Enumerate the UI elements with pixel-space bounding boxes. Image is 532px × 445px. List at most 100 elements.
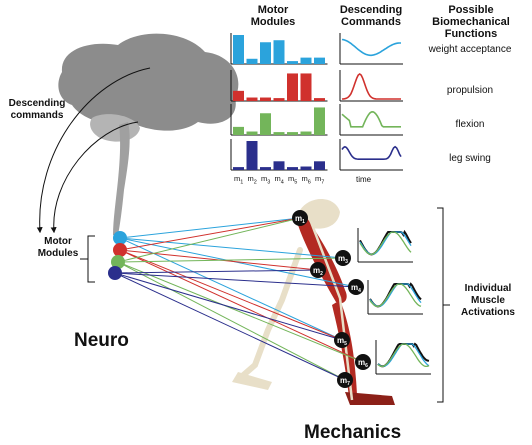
module-muscle-link xyxy=(117,217,301,263)
muscle-node xyxy=(337,372,353,388)
muscle-axis-label: m7 xyxy=(315,174,325,186)
descending-arrow-2 xyxy=(50,121,139,234)
muscle-node-index: 7 xyxy=(347,381,350,387)
module-muscle-link xyxy=(117,257,344,263)
muscle-node-label: m2 xyxy=(313,266,323,277)
muscle-node-label: m4 xyxy=(351,283,361,294)
module-weight-bar xyxy=(260,167,271,170)
muscle-axis-label: m3 xyxy=(261,174,271,186)
muscle-node xyxy=(292,210,308,226)
muscle-node xyxy=(348,279,364,295)
muscle-axis-label: m4 xyxy=(274,174,284,186)
module-weight-bar xyxy=(314,161,325,170)
module-weight-bar xyxy=(246,58,258,64)
muscle-node-index: 4 xyxy=(358,288,361,294)
muscle-node-label: m6 xyxy=(358,358,368,369)
module-weight-charts xyxy=(230,33,328,171)
module-weight-bar xyxy=(300,166,312,170)
module-muscle-link xyxy=(119,237,357,288)
leg-illustration xyxy=(232,198,395,405)
module-weight-bar xyxy=(273,132,285,135)
module-muscle-link xyxy=(114,269,319,274)
emg-trace xyxy=(377,343,430,368)
module-weight-bar xyxy=(260,42,271,64)
front-leg-bone xyxy=(306,213,354,401)
module-weight-bar xyxy=(273,40,285,64)
emg-trace xyxy=(359,229,412,256)
emg-trace xyxy=(369,283,422,308)
motor-module-dot xyxy=(113,243,127,257)
muscle-activation-traces xyxy=(357,228,431,375)
function-label-leg-swing: leg swing xyxy=(449,153,491,164)
module-weight-bar xyxy=(300,131,312,135)
module-muscle-link xyxy=(117,261,364,363)
command-signal xyxy=(341,38,401,57)
module-weight-bar xyxy=(287,167,298,170)
module-weight-bar xyxy=(233,126,244,135)
module-muscle-link xyxy=(119,237,344,259)
module-muscle-link xyxy=(114,272,346,381)
rear-foot xyxy=(232,372,272,390)
module-weight-bar xyxy=(246,97,258,101)
function-label-weight-acceptance: weight acceptance xyxy=(428,44,512,55)
module-weight-bar xyxy=(314,57,325,64)
muscle-axis-label: m1 xyxy=(234,174,244,186)
descending-command-signals xyxy=(339,33,403,171)
module-weight-bar xyxy=(246,131,258,135)
mechanics-title: Mechanics xyxy=(304,422,402,443)
module-to-muscle-connections xyxy=(114,217,364,381)
brainstem xyxy=(113,122,130,235)
module-weight-bar xyxy=(314,107,325,135)
muscle-axis-label: m2 xyxy=(247,174,257,186)
command-signal xyxy=(341,110,401,128)
motor-module-dot xyxy=(111,255,125,269)
descending-arrow-1 xyxy=(36,67,151,234)
motor-module-nodes xyxy=(108,231,127,280)
command-signal xyxy=(341,145,402,160)
module-weight-bar xyxy=(314,98,325,101)
module-weight-bar xyxy=(246,141,258,170)
muscle-node-label: m7 xyxy=(340,376,350,387)
module-weight-bar xyxy=(233,90,244,101)
module-weight-bar xyxy=(287,73,298,101)
brain-cortex xyxy=(58,33,239,131)
muscle-axis-label: m6 xyxy=(301,174,311,186)
module-muscle-link xyxy=(119,249,364,363)
activation-bracket xyxy=(437,207,450,403)
module-weight-bar xyxy=(287,61,298,64)
module-muscle-link xyxy=(117,261,346,381)
muscle-node-index: 1 xyxy=(302,219,305,225)
module-muscle-link xyxy=(119,249,343,341)
time-axis-label: time xyxy=(356,175,372,184)
module-weight-bar xyxy=(300,73,312,101)
module-weight-bar xyxy=(233,35,244,64)
muscle-node-index: 5 xyxy=(344,341,347,347)
muscle-node xyxy=(355,354,371,370)
module-muscle-link xyxy=(119,217,301,251)
motor-module-dot xyxy=(108,266,122,280)
muscle-axis-label: m5 xyxy=(288,174,298,186)
function-label-propulsion: propulsion xyxy=(446,85,494,96)
muscle-node xyxy=(334,332,350,348)
motor-module-dot xyxy=(113,231,127,245)
muscle-node-index: 2 xyxy=(320,271,323,277)
module-weight-bar xyxy=(300,57,312,64)
module-weight-bar xyxy=(260,113,271,135)
module-weight-bar xyxy=(287,132,298,135)
module-muscle-link xyxy=(114,272,357,288)
module-bracket xyxy=(80,235,95,283)
neuro-title: Neuro xyxy=(74,330,129,351)
emg-trace xyxy=(359,231,412,256)
front-foot xyxy=(345,392,395,405)
module-weight-bar xyxy=(233,167,244,170)
brain-illustration xyxy=(58,33,239,235)
command-signal xyxy=(341,73,401,100)
